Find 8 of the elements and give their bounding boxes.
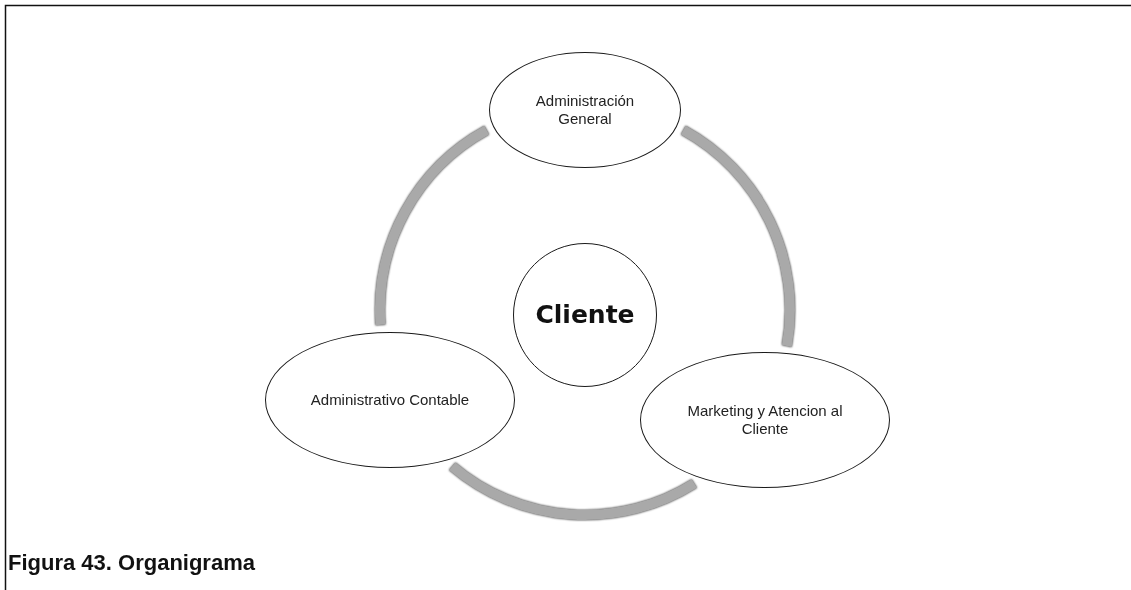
- department-label: Marketing y Atencion al Cliente: [686, 402, 844, 438]
- department-label: Administración General: [534, 92, 636, 128]
- department-label: Administrativo Contable: [309, 391, 471, 409]
- figure-caption: Figura 43. Organigrama: [8, 550, 255, 576]
- ring-connector: [680, 125, 795, 347]
- ring-connector: [375, 125, 490, 325]
- ring-connector: [449, 462, 697, 520]
- center-label: Cliente: [535, 306, 635, 324]
